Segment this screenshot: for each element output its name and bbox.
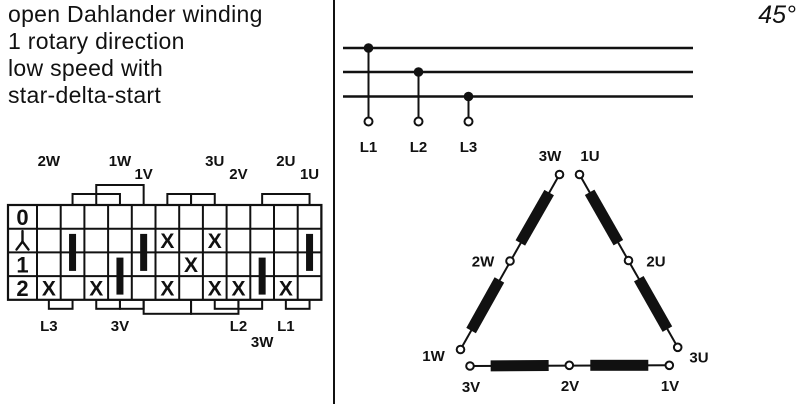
- winding-terminal-icon: [574, 169, 585, 180]
- contact-bar: [140, 233, 148, 271]
- winding-terminal-label: 2V: [561, 378, 579, 395]
- x-mark: X: [279, 277, 293, 300]
- contact-bar: [116, 257, 124, 295]
- winding-bar: [634, 275, 673, 332]
- winding-terminal-icon: [554, 169, 565, 180]
- winding-terminal-label: 2W: [472, 254, 495, 271]
- winding-terminal-icon: [465, 361, 475, 371]
- x-mark: X: [208, 230, 222, 253]
- winding-bar: [515, 189, 554, 246]
- winding-terminal-label: 3V: [462, 379, 480, 396]
- winding-terminal-icon: [564, 360, 575, 371]
- x-mark: X: [160, 277, 174, 300]
- terminal-label-bottom: L1: [277, 318, 295, 335]
- terminal-label-bottom: L2: [230, 318, 248, 335]
- terminal-label-top: 1V: [134, 166, 152, 183]
- winding-terminal-icon: [505, 256, 515, 266]
- terminal-label-bottom: 3W: [251, 334, 274, 351]
- panel-divider: [333, 0, 335, 404]
- terminal-label-top: 1U: [300, 166, 319, 183]
- winding-terminal-label: 3W: [539, 148, 562, 165]
- winding-terminal-label: 1V: [661, 378, 679, 395]
- x-mark: X: [160, 230, 174, 253]
- title-line-2: 1 rotary direction: [8, 28, 185, 54]
- winding-terminal-icon: [455, 344, 466, 355]
- supply-terminal-icon: [363, 116, 374, 127]
- winding-bar: [584, 189, 624, 246]
- star-symbol-icon: [21, 240, 30, 251]
- star-symbol-icon: [15, 240, 24, 251]
- contact-bar: [258, 257, 266, 295]
- winding-terminal-label: 2U: [646, 254, 665, 271]
- x-mark: X: [42, 277, 56, 300]
- supply-label: L1: [360, 139, 378, 156]
- x-mark: X: [208, 277, 222, 300]
- junction-dot-icon: [463, 91, 474, 102]
- title-line-1: open Dahlander winding: [8, 1, 263, 27]
- switch-angle-label: 45°: [758, 1, 796, 29]
- row-label: 1: [16, 252, 28, 277]
- winding-bar: [490, 359, 549, 372]
- winding-bar: [590, 359, 649, 371]
- supply-terminal-icon: [413, 116, 424, 127]
- x-mark: X: [89, 277, 103, 300]
- title-line-3: low speed with: [8, 55, 164, 81]
- x-mark: X: [231, 277, 245, 300]
- supply-terminal-icon: [463, 116, 474, 127]
- contact-bar: [306, 233, 314, 271]
- winding-terminal-icon: [623, 255, 634, 266]
- winding-terminal-icon: [664, 360, 675, 371]
- winding-terminal-label: 3U: [689, 350, 708, 367]
- row-label: 0: [16, 205, 28, 230]
- winding-bar: [466, 277, 505, 334]
- diagram-title: open Dahlander winding 1 rotary directio…: [8, 1, 263, 109]
- supply-label: L2: [410, 139, 428, 156]
- terminal-label-bottom: 3V: [111, 318, 129, 335]
- winding-terminal-label: 1U: [580, 148, 599, 165]
- terminal-label-top: 2W: [38, 153, 61, 170]
- junction-dot-icon: [363, 43, 374, 53]
- supply-label: L3: [460, 139, 478, 156]
- contact-bar: [69, 233, 77, 271]
- terminal-label-top: 3U: [205, 153, 224, 170]
- winding-terminal-icon: [672, 342, 683, 353]
- terminal-label-bottom: L3: [40, 318, 58, 335]
- terminal-label-top: 2U: [276, 153, 295, 170]
- title-line-4: star-delta-start: [8, 82, 162, 108]
- junction-dot-icon: [413, 67, 424, 77]
- winding-terminal-label: 1W: [422, 348, 445, 365]
- x-mark: X: [184, 254, 198, 277]
- terminal-label-top: 2V: [229, 166, 247, 183]
- row-label: 2: [16, 276, 28, 301]
- terminal-label-top: 1W: [109, 153, 132, 170]
